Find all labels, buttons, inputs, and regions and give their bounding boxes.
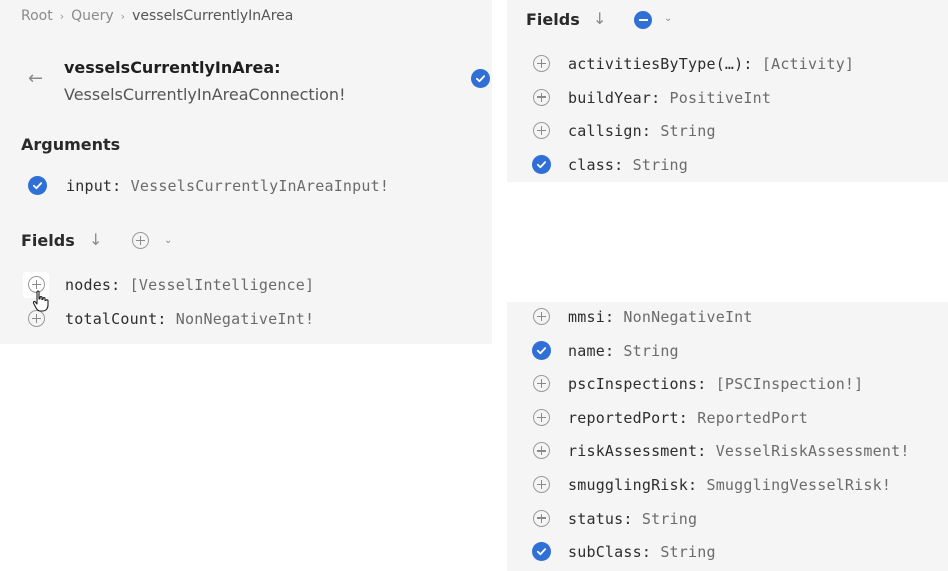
- field-row[interactable]: pscInspections: [PSCInspection!]: [568, 375, 863, 393]
- hand-cursor-icon: [32, 290, 49, 312]
- field-row[interactable]: reportedPort: ReportedPort: [568, 409, 808, 427]
- fields-heading: Fields: [526, 10, 580, 29]
- add-all-fields-icon[interactable]: [132, 232, 149, 249]
- field-detail-panel: Root › Query › vesselsCurrentlyInArea ← …: [0, 0, 492, 344]
- field-name: buildYear: [568, 88, 652, 107]
- field-type: PositiveInt: [669, 88, 772, 107]
- breadcrumb-current: vesselsCurrentlyInArea: [132, 8, 294, 24]
- field-colon: :: [623, 509, 642, 528]
- field-name: activitiesByType(…): [568, 55, 744, 73]
- sort-down-icon[interactable]: ↓: [593, 9, 607, 28]
- field-type: SmugglingVesselRisk!: [706, 476, 892, 494]
- field-colon: :: [697, 375, 716, 394]
- field-type: NonNegativeInt!: [175, 310, 315, 328]
- field-type: String: [660, 122, 716, 140]
- plus-circle-icon[interactable]: [533, 308, 550, 325]
- check-circle-icon[interactable]: [532, 340, 551, 360]
- argument-row[interactable]: input: VesselsCurrentlyInAreaInput!: [66, 177, 390, 195]
- field-name: reportedPort: [568, 408, 679, 427]
- field-colon: :: [641, 122, 661, 140]
- breadcrumb: Root › Query › vesselsCurrentlyInArea: [21, 8, 293, 24]
- argument-check-icon[interactable]: [28, 176, 47, 195]
- field-colon: :: [651, 88, 670, 107]
- page-title: vesselsCurrentlyInArea: VesselsCurrently…: [64, 54, 345, 108]
- sort-down-icon[interactable]: ↓: [89, 230, 103, 249]
- plus-circle-icon[interactable]: [533, 122, 550, 139]
- field-type: String: [641, 509, 698, 528]
- argument-type: VesselsCurrentlyInAreaInput!: [130, 177, 390, 195]
- field-type: String: [632, 155, 689, 174]
- argument-name: input: [66, 177, 113, 195]
- field-row[interactable]: activitiesByType(…): [Activity]: [568, 55, 854, 73]
- field-row[interactable]: status: String: [568, 510, 697, 528]
- back-arrow-icon[interactable]: ←: [28, 68, 44, 89]
- field-name: pscInspections: [568, 375, 698, 394]
- field-name: totalCount: [65, 310, 158, 328]
- breadcrumb-separator-icon: ›: [120, 9, 126, 23]
- field-type: ReportedPort: [697, 408, 809, 427]
- field-name: smugglingRisk: [568, 476, 688, 494]
- field-selected-check-icon[interactable]: [471, 69, 490, 88]
- field-colon: :: [743, 55, 762, 73]
- check-circle-icon[interactable]: [532, 154, 551, 174]
- field-title-name: vesselsCurrentlyInArea:: [64, 58, 281, 77]
- field-colon: :: [678, 408, 698, 427]
- chevron-down-icon[interactable]: ⌄: [164, 235, 173, 246]
- field-name: subClass: [568, 543, 642, 562]
- fields-list-panel-top: Fields ↓ ⌄ activitiesByType(…): [Activit…: [507, 0, 948, 182]
- field-name: nodes: [65, 276, 112, 294]
- plus-circle-icon[interactable]: [533, 442, 550, 460]
- field-colon: :: [697, 442, 716, 461]
- field-type: NonNegativeInt: [623, 308, 753, 326]
- field-name: status: [568, 509, 624, 528]
- field-colon: :: [604, 341, 624, 360]
- field-colon: :: [688, 476, 707, 494]
- field-name: class: [568, 155, 615, 174]
- field-row[interactable]: name: String: [568, 342, 679, 360]
- field-row[interactable]: class: String: [568, 156, 688, 174]
- plus-circle-icon[interactable]: [533, 476, 550, 493]
- field-colon: :: [641, 543, 661, 562]
- field-type: [PSCInspection!]: [715, 375, 864, 394]
- field-type: VesselRiskAssessment!: [715, 442, 910, 461]
- field-type: String: [623, 341, 679, 360]
- arguments-heading: Arguments: [21, 135, 121, 154]
- field-row[interactable]: subClass: String: [568, 543, 716, 561]
- check-circle-icon[interactable]: [532, 542, 551, 562]
- field-type: String: [660, 543, 716, 562]
- field-type: [Activity]: [761, 55, 855, 73]
- field-add-icon[interactable]: [28, 310, 45, 327]
- field-row-totalcount[interactable]: totalCount: NonNegativeInt!: [65, 310, 315, 328]
- plus-circle-icon[interactable]: [533, 509, 550, 527]
- field-row[interactable]: mmsi: NonNegativeInt: [568, 308, 753, 326]
- plus-circle-icon[interactable]: [533, 375, 550, 393]
- plus-circle-icon[interactable]: [533, 408, 550, 426]
- field-row[interactable]: riskAssessment: VesselRiskAssessment!: [568, 442, 910, 460]
- field-row[interactable]: buildYear: PositiveInt: [568, 89, 771, 107]
- field-colon: :: [604, 308, 624, 326]
- field-row[interactable]: smugglingRisk: SmugglingVesselRisk!: [568, 476, 891, 494]
- plus-circle-icon[interactable]: [533, 88, 550, 106]
- field-title-type: VesselsCurrentlyInAreaConnection!: [64, 85, 346, 104]
- chevron-down-icon[interactable]: ⌄: [664, 13, 673, 24]
- plus-circle-icon[interactable]: [533, 55, 550, 72]
- field-row-nodes[interactable]: nodes: [VesselIntelligence]: [65, 276, 315, 294]
- field-name: callsign: [568, 122, 642, 140]
- field-row[interactable]: callsign: String: [568, 122, 716, 140]
- field-colon: :: [614, 155, 633, 174]
- fields-heading: Fields: [21, 231, 75, 250]
- field-type: [VesselIntelligence]: [129, 276, 315, 294]
- breadcrumb-query[interactable]: Query: [71, 8, 114, 24]
- breadcrumb-separator-icon: ›: [59, 9, 65, 23]
- field-name: name: [568, 341, 605, 360]
- minus-circle-icon[interactable]: [634, 11, 652, 29]
- fields-list-panel-bottom: mmsi: NonNegativeInt name: String pscInspe…: [507, 302, 948, 571]
- field-name: mmsi: [568, 308, 605, 326]
- breadcrumb-root[interactable]: Root: [21, 8, 53, 24]
- field-name: riskAssessment: [568, 442, 698, 461]
